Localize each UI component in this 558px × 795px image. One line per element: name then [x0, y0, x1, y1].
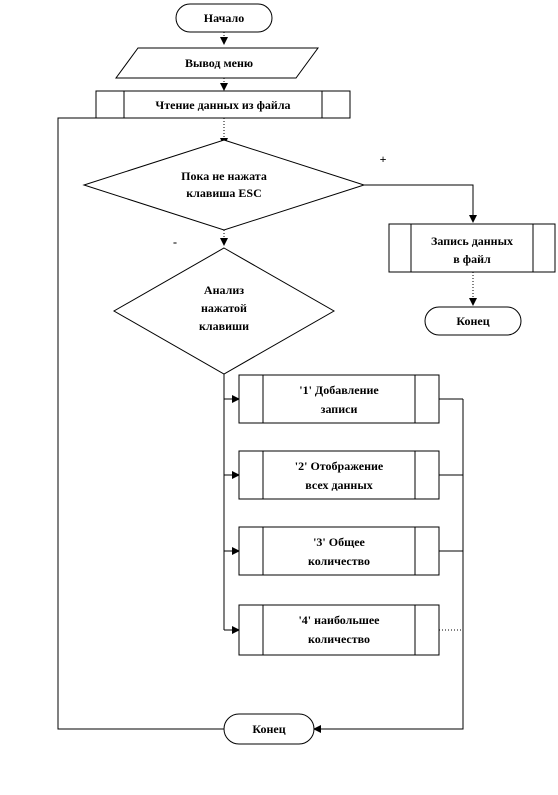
read-file-label: Чтение данных из файла [155, 98, 290, 112]
arrow-collector-to-end [313, 399, 464, 733]
plus-label: + [380, 152, 387, 166]
analyze-line-2: нажатой [201, 301, 247, 315]
end-right-label: Конец [456, 314, 489, 328]
start-terminator: Начало [175, 3, 273, 33]
menu-output-box: Вывод меню [115, 47, 319, 79]
arrow-loop-to-write [364, 184, 477, 223]
option-2-box: '2' Отображение всех данных [238, 450, 440, 500]
analyze-line-1: Анализ [204, 283, 244, 297]
end-terminator-bottom: Конец [223, 713, 315, 745]
menu-output-label: Вывод меню [185, 56, 253, 70]
option-1-box: '1' Добавление записи [238, 374, 440, 424]
option-1-line-2: записи [321, 402, 358, 416]
option-2-line-2: всех данных [305, 478, 372, 492]
option-4-line-1: '4' наибольшее [298, 613, 380, 627]
start-label: Начало [204, 11, 244, 25]
write-file-line-1: Запись данных [431, 234, 513, 248]
loop-condition-diamond: Пока не нажата клавиша ESC [82, 139, 366, 231]
write-file-line-2: в файл [453, 252, 491, 266]
analyze-key-diamond: Анализ нажатой клавиши [112, 247, 336, 375]
write-file-box: Запись данных в файл [388, 223, 556, 273]
end-terminator-right: Конец [424, 306, 522, 336]
read-file-box: Чтение данных из файла [95, 90, 351, 119]
option-3-line-1: '3' Общее [313, 535, 365, 549]
option-4-box: '4' наибольшее количество [238, 604, 440, 656]
minus-label: - [173, 235, 177, 249]
option-2-line-1: '2' Отображение [295, 459, 384, 473]
loop-condition-line-1: Пока не нажата [181, 169, 267, 183]
option-3-box: '3' Общее количество [238, 526, 440, 576]
end-bottom-label: Конец [252, 722, 285, 736]
loop-condition-line-2: клавиша ESC [186, 186, 262, 200]
option-1-line-1: '1' Добавление [299, 383, 379, 397]
analyze-line-3: клавиши [199, 319, 249, 333]
option-4-line-2: количество [308, 632, 370, 646]
option-3-line-2: количество [308, 554, 370, 568]
